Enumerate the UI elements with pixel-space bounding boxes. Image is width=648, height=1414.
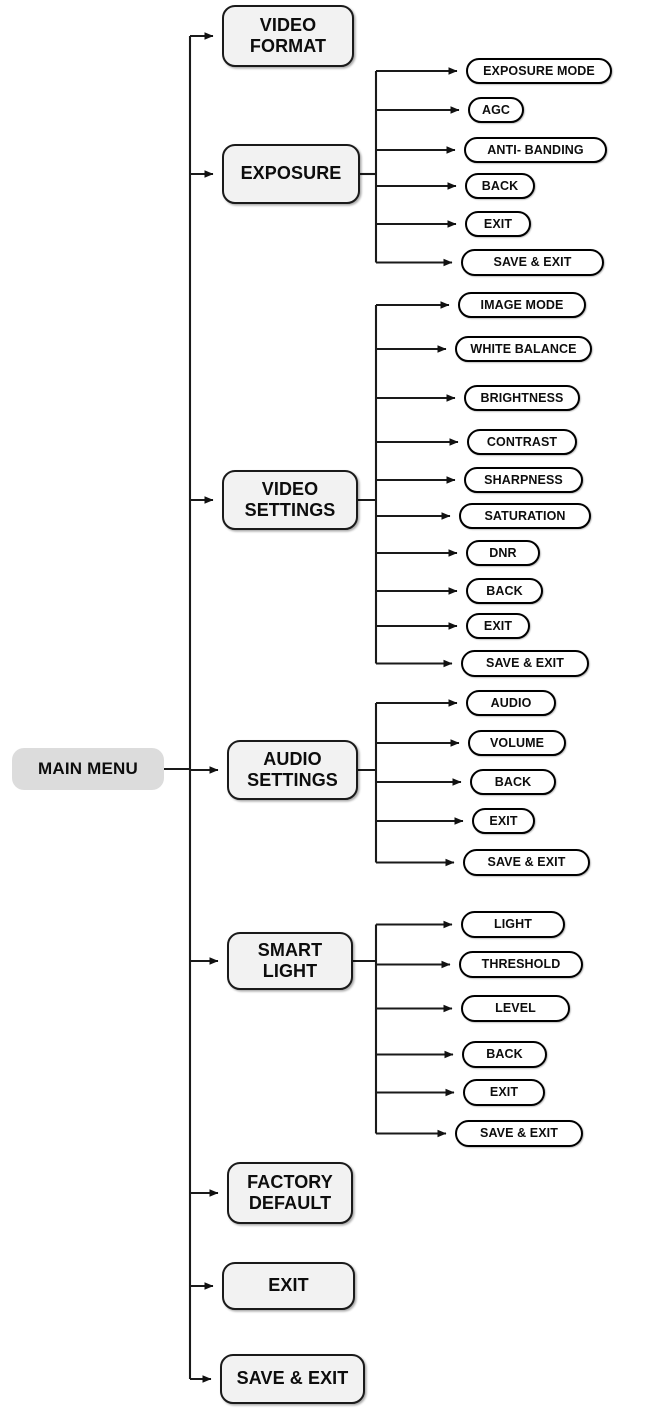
- leaf-label: SAVE & EXIT: [486, 656, 564, 671]
- leaf-smart-light-level[interactable]: LEVEL: [461, 995, 570, 1022]
- leaf-smart-light-threshold[interactable]: THRESHOLD: [459, 951, 583, 978]
- leaf-video-settings-contrast[interactable]: CONTRAST: [467, 429, 577, 455]
- leaf-video-settings-dnr[interactable]: DNR: [466, 540, 540, 566]
- leaf-video-settings-sharpness[interactable]: SHARPNESS: [464, 467, 583, 493]
- leaf-exposure-save-and-exit[interactable]: SAVE & EXIT: [461, 249, 604, 276]
- leaf-video-settings-image-mode[interactable]: IMAGE MODE: [458, 292, 586, 318]
- leaf-video-settings-brightness[interactable]: BRIGHTNESS: [464, 385, 580, 411]
- node-label: MAIN MENU: [37, 759, 138, 778]
- node-label: EXIT: [268, 1275, 309, 1296]
- leaf-audio-settings-volume[interactable]: VOLUME: [468, 730, 566, 756]
- leaf-smart-light-back[interactable]: BACK: [462, 1041, 547, 1068]
- leaf-label: ANTI- BANDING: [487, 142, 584, 157]
- node-save-and-exit[interactable]: SAVE & EXIT: [220, 1354, 365, 1404]
- leaf-video-settings-save-and-exit[interactable]: SAVE & EXIT: [461, 650, 589, 677]
- leaf-smart-light-exit[interactable]: EXIT: [463, 1079, 545, 1106]
- leaf-video-settings-exit[interactable]: EXIT: [466, 613, 530, 639]
- leaf-label: VOLUME: [489, 735, 545, 750]
- leaf-label: THRESHOLD: [481, 957, 561, 972]
- leaf-video-settings-white-balance[interactable]: WHITE BALANCE: [455, 336, 592, 362]
- leaf-label: AGC: [481, 102, 511, 117]
- leaf-label: EXIT: [483, 618, 513, 633]
- leaf-exposure-anti-banding[interactable]: ANTI- BANDING: [464, 137, 607, 163]
- leaf-label: IMAGE MODE: [480, 297, 564, 312]
- leaf-exposure-exposure-mode[interactable]: EXPOSURE MODE: [466, 58, 612, 84]
- leaf-label: LEVEL: [495, 1001, 536, 1016]
- leaf-smart-light-light[interactable]: LIGHT: [461, 911, 565, 938]
- leaf-audio-settings-exit[interactable]: EXIT: [472, 808, 535, 834]
- leaf-label: BACK: [481, 178, 519, 193]
- node-label: EXPOSURE: [240, 163, 342, 184]
- leaf-exposure-exit[interactable]: EXIT: [465, 211, 531, 237]
- leaf-label: SAVE & EXIT: [480, 1126, 558, 1141]
- leaf-video-settings-back[interactable]: BACK: [466, 578, 543, 604]
- leaf-label: EXIT: [489, 1085, 519, 1100]
- leaf-label: SAVE & EXIT: [487, 855, 566, 870]
- leaf-label: LIGHT: [494, 917, 532, 932]
- leaf-label: CONTRAST: [486, 434, 558, 449]
- leaf-label: SATURATION: [484, 508, 566, 523]
- leaf-exposure-back[interactable]: BACK: [465, 173, 535, 199]
- leaf-label: EXPOSURE MODE: [483, 63, 595, 78]
- leaf-label: DNR: [489, 545, 517, 560]
- leaf-audio-settings-audio[interactable]: AUDIO: [466, 690, 556, 716]
- node-exposure[interactable]: EXPOSURE: [222, 144, 360, 204]
- leaf-label: EXIT: [489, 813, 518, 828]
- leaf-label: WHITE BALANCE: [470, 341, 577, 356]
- leaf-exposure-agc[interactable]: AGC: [468, 97, 524, 123]
- leaf-label: SHARPNESS: [484, 472, 563, 487]
- node-exit[interactable]: EXIT: [222, 1262, 355, 1310]
- leaf-audio-settings-back[interactable]: BACK: [470, 769, 556, 795]
- leaf-audio-settings-save-and-exit[interactable]: SAVE & EXIT: [463, 849, 590, 876]
- leaf-label: AUDIO: [490, 695, 532, 710]
- leaf-label: BACK: [494, 774, 532, 789]
- leaf-label: BRIGHTNESS: [480, 390, 564, 405]
- node-label: SAVE & EXIT: [236, 1368, 349, 1389]
- leaf-label: SAVE & EXIT: [493, 255, 572, 270]
- leaf-label: BACK: [486, 1047, 523, 1062]
- leaf-label: BACK: [486, 583, 523, 598]
- leaf-video-settings-saturation[interactable]: SATURATION: [459, 503, 591, 529]
- leaf-label: EXIT: [483, 216, 513, 231]
- leaf-smart-light-save-and-exit[interactable]: SAVE & EXIT: [455, 1120, 583, 1147]
- node-main-menu[interactable]: MAIN MENU: [12, 748, 164, 790]
